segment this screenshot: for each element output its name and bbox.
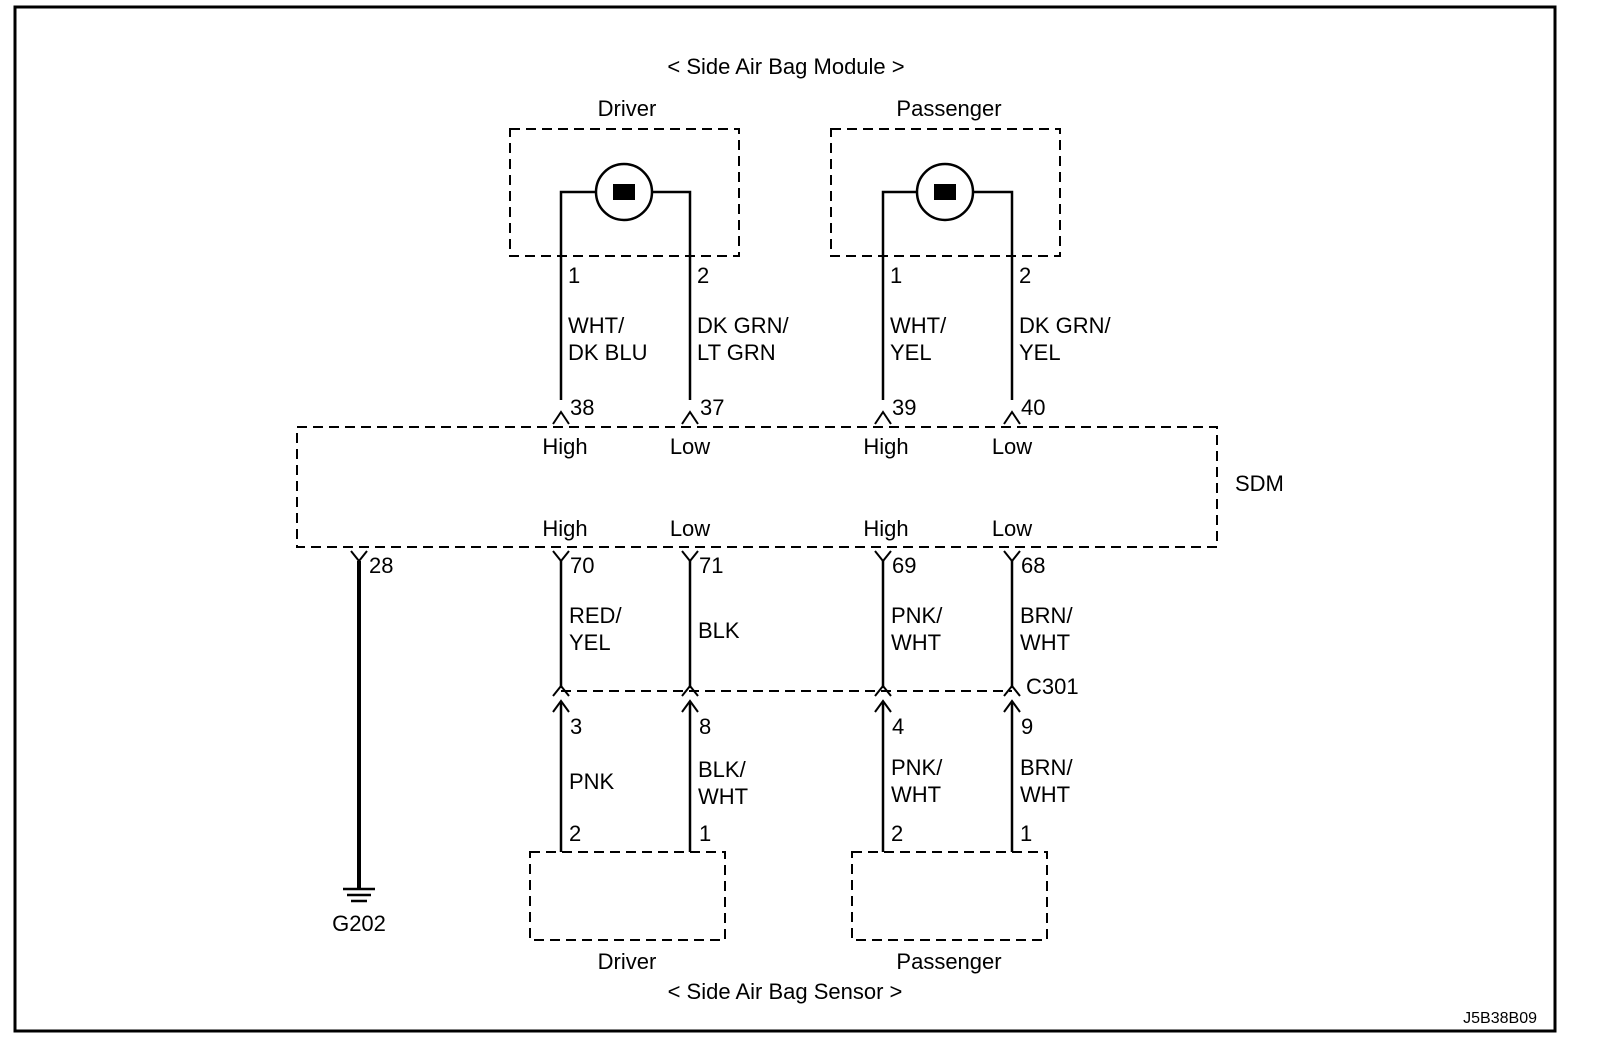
module-pin: 1	[890, 263, 902, 288]
wire-color: BLK	[698, 618, 740, 643]
sdm-box	[296, 426, 1218, 548]
wire-color: WHT	[891, 782, 941, 807]
sdm-bottom-label: Low	[992, 516, 1032, 541]
sensor-pin: 2	[891, 821, 903, 846]
ground-pin: 28	[369, 553, 393, 578]
sdm-pin: 68	[1021, 553, 1045, 578]
ground-label: G202	[332, 911, 386, 936]
sdm-top-label: Low	[992, 434, 1032, 459]
upper-wire-driver-low: 2 DK GRN/ LT GRN 37	[697, 263, 790, 420]
sensor-pin: 1	[699, 821, 711, 846]
passenger-sensor-box	[851, 851, 1048, 941]
module-pin: 1	[568, 263, 580, 288]
sdm-top-label: Low	[670, 434, 710, 459]
wire-color: BRN/	[1020, 755, 1073, 780]
wire-color: LT GRN	[697, 340, 776, 365]
connector-pin: 3	[570, 714, 582, 739]
sdm-pin: 37	[700, 395, 724, 420]
lower-wire-passenger-high: 69 PNK/ WHT 4 PNK/ WHT 2	[891, 553, 943, 846]
sdm-pin: 71	[699, 553, 723, 578]
wire-color: RED/	[569, 603, 622, 628]
lower-wires-upper-segment	[559, 561, 1014, 688]
lower-wire-driver-high: 70 RED/ YEL 3 PNK 2	[569, 553, 622, 846]
passenger-inflator-element-icon	[934, 184, 956, 200]
wire-color: BLK/	[698, 757, 747, 782]
sdm-bottom-label: High	[542, 516, 587, 541]
module-driver-label: Driver	[598, 96, 657, 121]
module-passenger-label: Passenger	[896, 96, 1001, 121]
ground-circuit: 28 G202	[332, 553, 393, 936]
upper-wire-passenger-high: 1 WHT/ YEL 39	[890, 263, 947, 420]
wire-color: DK BLU	[568, 340, 647, 365]
sdm-bottom-label: Low	[670, 516, 710, 541]
wire-color: WHT	[1020, 630, 1070, 655]
module-pin: 2	[1019, 263, 1031, 288]
wire-color: DK GRN/	[697, 313, 790, 338]
wire-color: PNK	[569, 769, 615, 794]
lower-wire-driver-low: 71 BLK 8 BLK/ WHT 1	[698, 553, 748, 846]
wire-color: YEL	[890, 340, 932, 365]
upper-wire-driver-high: 1 WHT/ DK BLU 38	[568, 263, 647, 420]
sensor-pin: 2	[569, 821, 581, 846]
passenger-airbag-module	[830, 128, 1061, 400]
sdm-bottom-label: High	[863, 516, 908, 541]
connector-pin: 9	[1021, 714, 1033, 739]
wire-color: DK GRN/	[1019, 313, 1112, 338]
wire-color: PNK/	[891, 755, 943, 780]
sdm-top-label: High	[863, 434, 908, 459]
driver-inflator-element-icon	[613, 184, 635, 200]
figure-id: J5B38B09	[1463, 1010, 1537, 1027]
sdm-pin: 38	[570, 395, 594, 420]
lower-wire-passenger-low: 68 BRN/ WHT 9 BRN/ WHT 1	[1020, 553, 1073, 846]
driver-sensor-box	[529, 851, 726, 941]
outer-frame	[13, 5, 1557, 1033]
module-title: < Side Air Bag Module >	[667, 54, 904, 79]
lower-wires-lower-segment	[552, 699, 1021, 852]
connector-pin: 4	[892, 714, 904, 739]
module-pin: 2	[697, 263, 709, 288]
wire-color: WHT	[698, 784, 748, 809]
driver-airbag-module	[509, 128, 740, 400]
sdm-pin: 39	[892, 395, 916, 420]
sdm-pin: 70	[570, 553, 594, 578]
upper-wire-passenger-low: 2 DK GRN/ YEL 40	[1019, 263, 1112, 420]
sdm-label: SDM	[1235, 471, 1284, 496]
sensor-pin: 1	[1020, 821, 1032, 846]
wire-color: BRN/	[1020, 603, 1073, 628]
connector-label: C301	[1026, 674, 1079, 699]
wire-color: WHT	[1020, 782, 1070, 807]
wire-color: YEL	[569, 630, 611, 655]
sdm-pin: 40	[1021, 395, 1045, 420]
sdm-pin: 69	[892, 553, 916, 578]
sensor-title: < Side Air Bag Sensor >	[668, 979, 903, 1004]
sensor-driver-label: Driver	[598, 949, 657, 974]
wire-color: WHT	[891, 630, 941, 655]
sdm-top-label: High	[542, 434, 587, 459]
sdm-top-terminals	[552, 410, 1021, 425]
wire-color: WHT/	[890, 313, 947, 338]
connector-c301: C301	[552, 674, 1079, 699]
wire-color: PNK/	[891, 603, 943, 628]
wire-color: WHT/	[568, 313, 625, 338]
connector-pin: 8	[699, 714, 711, 739]
wire-color: YEL	[1019, 340, 1061, 365]
sensor-passenger-label: Passenger	[896, 949, 1001, 974]
sdm-bottom-terminals	[350, 550, 1021, 563]
